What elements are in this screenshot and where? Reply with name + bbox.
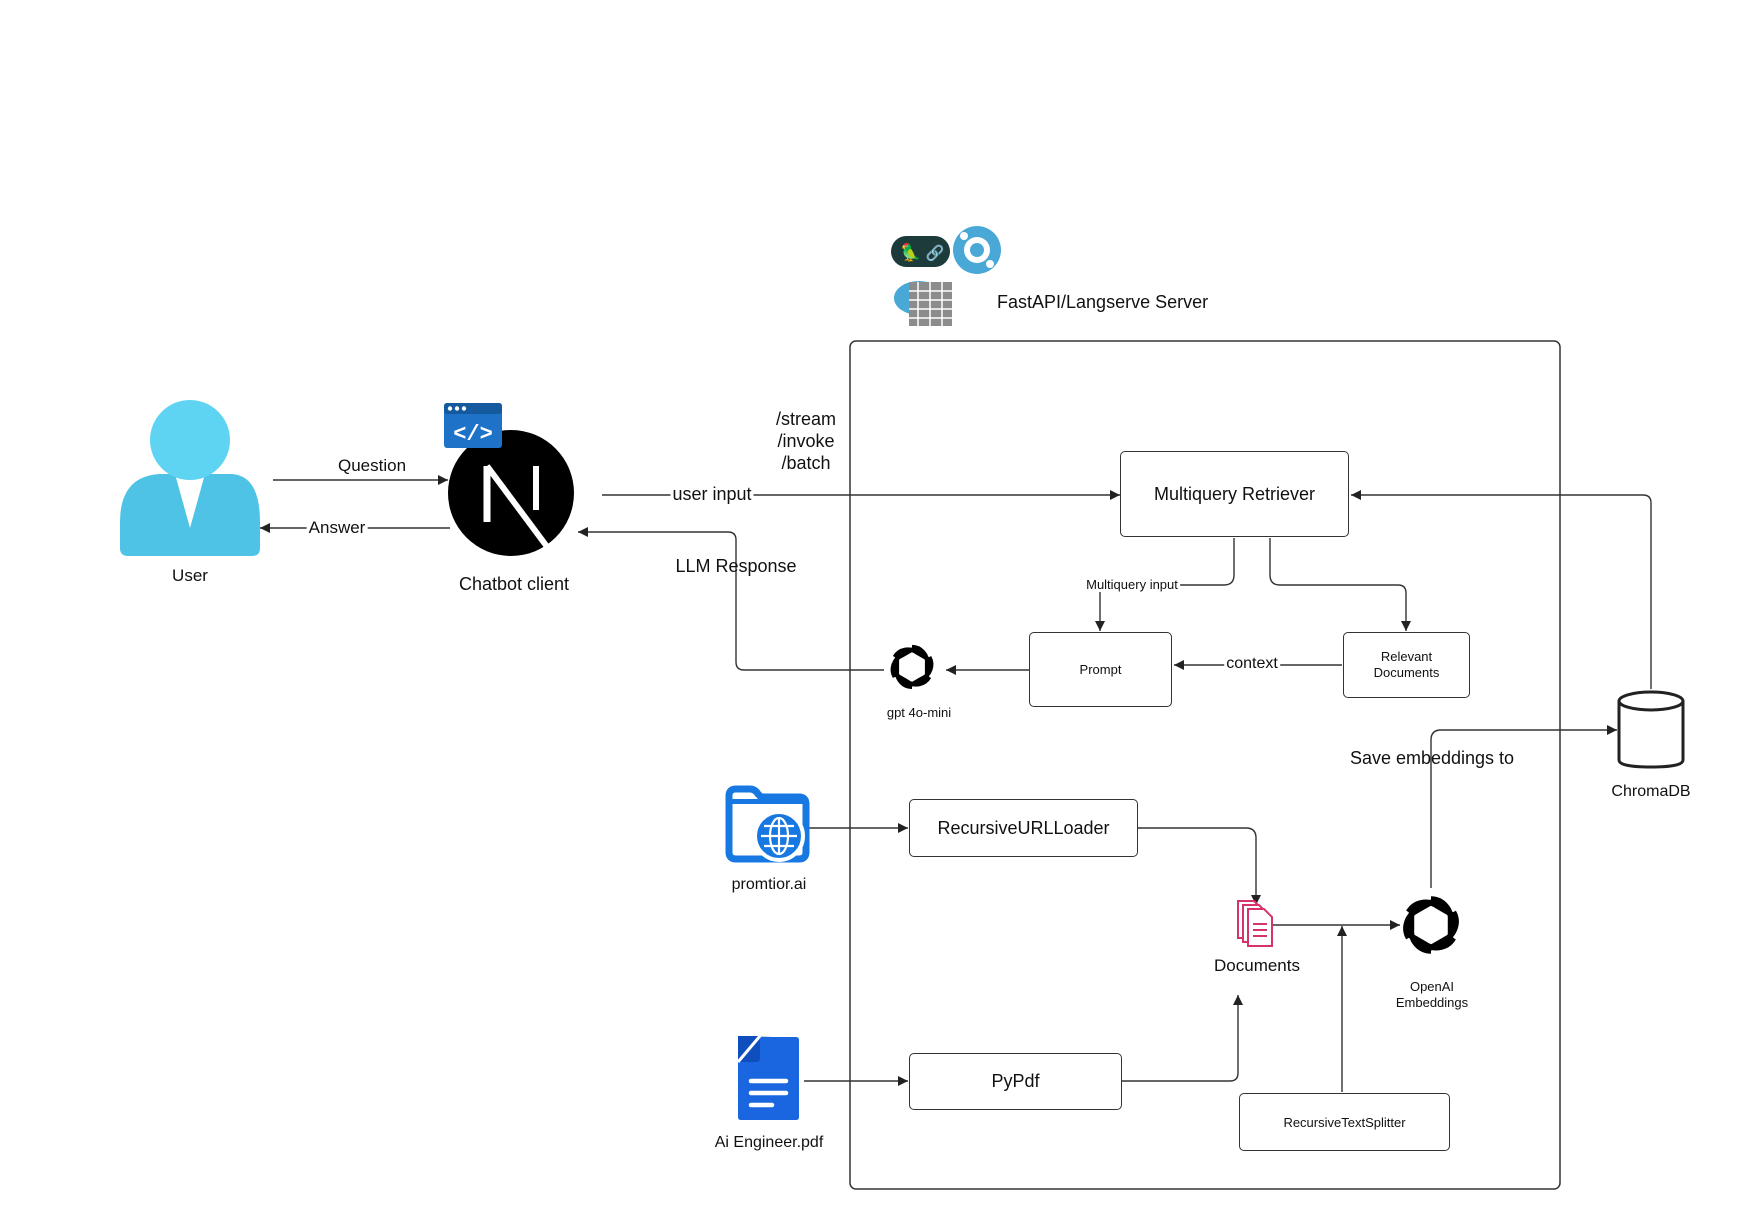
user-input-label: user input: [670, 484, 754, 505]
chromadb-label: ChromaDB: [1611, 783, 1691, 800]
gpt-label: gpt 4o-mini: [886, 705, 952, 720]
edge-llm-response: [578, 527, 884, 671]
cloud-container-icon: [894, 281, 952, 326]
globe-window-icon: [725, 785, 810, 863]
openai-embeddings-label-1: OpenAI: [1409, 979, 1455, 994]
gpt-openai-icon: [887, 644, 937, 690]
endpoint-invoke: /invoke: [777, 431, 835, 451]
recursive-url-loader-node: RecursiveURLLoader: [909, 799, 1138, 857]
openai-embeddings-label-2: Embeddings: [1395, 995, 1469, 1010]
langchain-icon: 🦜 🔗: [891, 236, 950, 267]
chatbot-client-label: Chatbot client: [458, 574, 570, 594]
pypdf-node: PyPdf: [909, 1053, 1122, 1110]
promtior-label: promtior.ai: [731, 876, 807, 893]
context-label: context: [1224, 655, 1280, 673]
svg-text:🔗: 🔗: [926, 243, 945, 262]
pdf-file-icon: [736, 1035, 799, 1120]
edge-retriever-relevant: [1269, 538, 1411, 631]
relevant-documents-node: Relevant Documents: [1343, 632, 1470, 698]
azure-app-service-icon: [953, 226, 1001, 274]
save-embeddings-label: Save embeddings to: [1349, 748, 1515, 768]
server-title: FastAPI/Langserve Server: [997, 292, 1209, 312]
multiquery-retriever-label: Multiquery Retriever: [1153, 483, 1316, 504]
endpoint-batch: /batch: [781, 453, 831, 473]
server-container: [849, 340, 1561, 1190]
question-label: Question: [337, 456, 407, 475]
relevant-documents-label-2: Documents: [1373, 665, 1440, 680]
llm-response-label: LLM Response: [675, 556, 797, 576]
documents-label: Documents: [1214, 956, 1300, 975]
prompt-label: Prompt: [1079, 662, 1122, 677]
endpoint-stream: /stream: [775, 409, 837, 429]
multiquery-retriever-node: Multiquery Retriever: [1120, 451, 1349, 537]
answer-label: Answer: [306, 518, 368, 538]
recursive-url-loader-label: RecursiveURLLoader: [937, 817, 1110, 838]
user-icon: [120, 400, 260, 556]
chatbot-client-icon: [448, 430, 574, 556]
relevant-documents-label-1: Relevant: [1380, 649, 1433, 664]
svg-text:</>: </>: [453, 422, 493, 447]
svg-text:🦜: 🦜: [900, 242, 921, 263]
documents-stack-icon: [1237, 900, 1273, 947]
edges: [260, 475, 1652, 1092]
ai-engineer-pdf-label: Ai Engineer.pdf: [714, 1134, 824, 1151]
user-label: User: [172, 566, 208, 585]
recursive-text-splitter-label: RecursiveTextSplitter: [1283, 1114, 1406, 1130]
edge-chromadb-retriever: [1351, 490, 1652, 689]
chromadb-icon: [1617, 690, 1685, 769]
multiquery-input-label: Multiquery input: [1084, 577, 1180, 592]
pypdf-label: PyPdf: [991, 1071, 1040, 1091]
openai-embeddings-icon: [1399, 895, 1464, 955]
recursive-text-splitter-node: RecursiveTextSplitter: [1239, 1093, 1450, 1151]
edge-embeddings-chromadb: [1430, 725, 1617, 888]
prompt-node: Prompt: [1029, 632, 1172, 707]
web-code-icon: </>: [444, 403, 502, 448]
edge-loader-documents: [1138, 827, 1261, 905]
edge-pypdf-documents: [1122, 995, 1243, 1082]
